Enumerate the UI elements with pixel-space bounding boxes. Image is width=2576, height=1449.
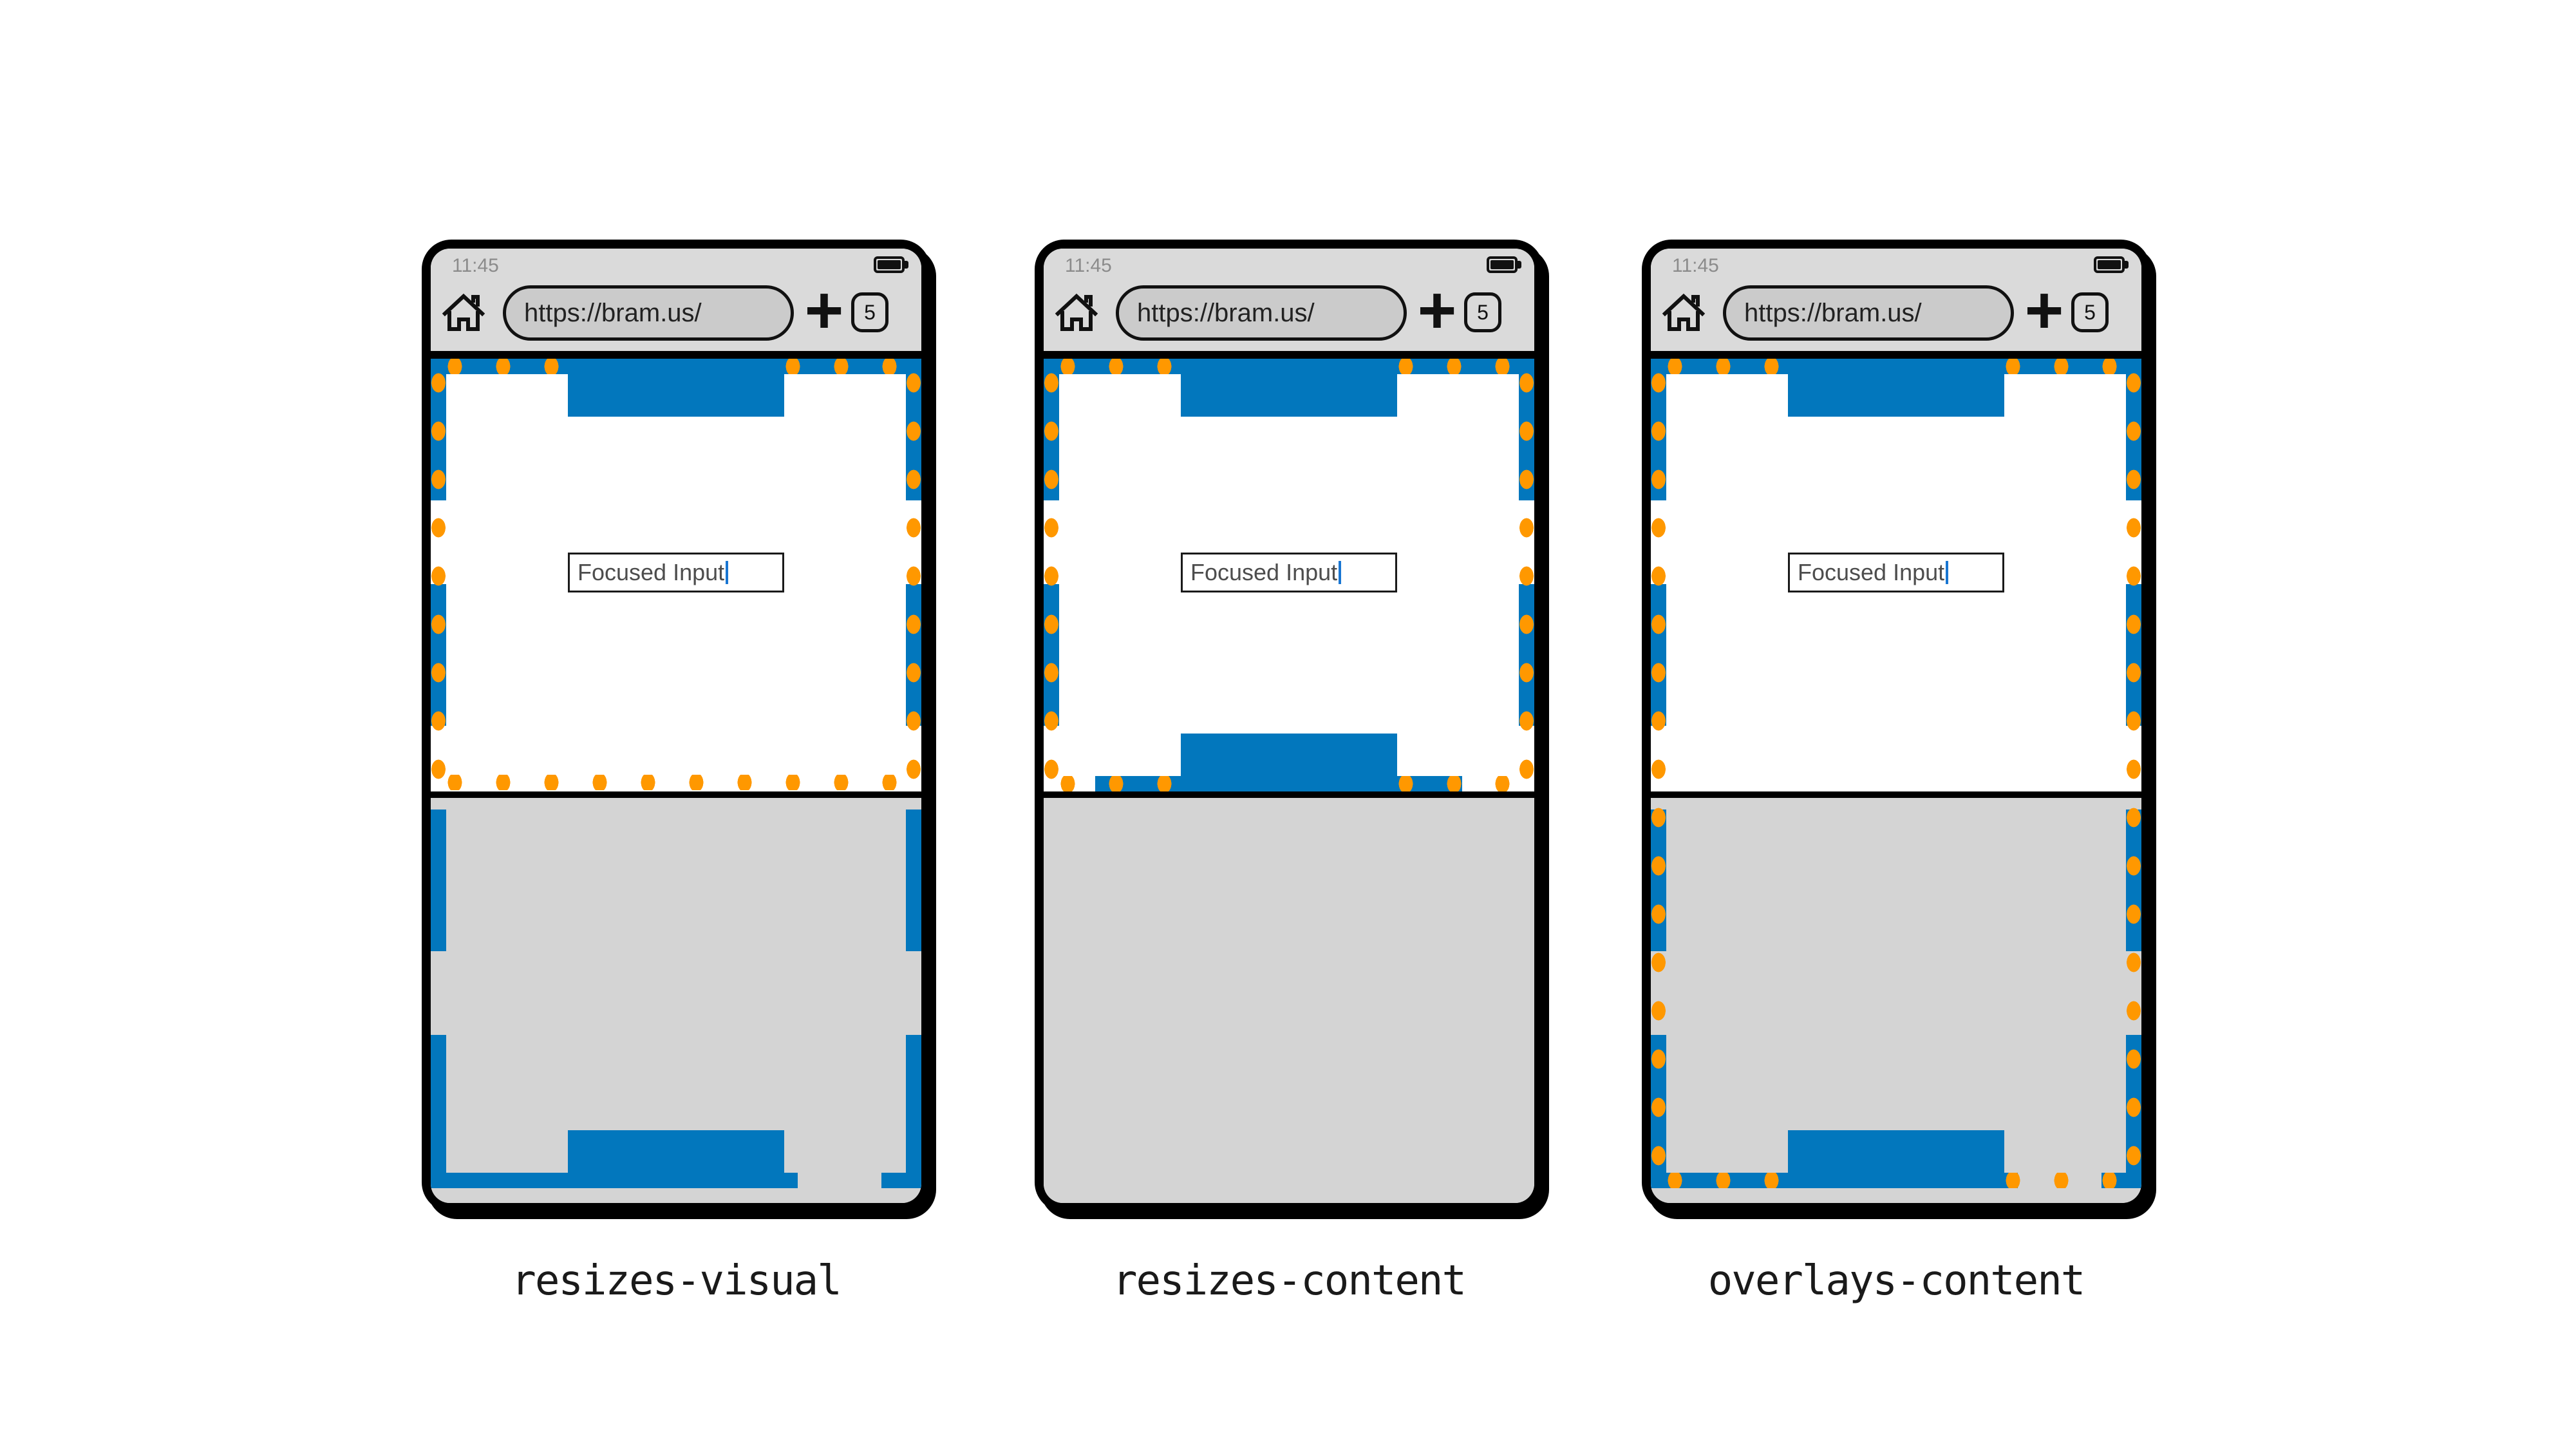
focused-input[interactable]: Focused Input — [1788, 553, 2004, 592]
focused-input[interactable]: Focused Input — [1181, 553, 1397, 592]
visual-viewport-left-dots — [1651, 359, 1666, 1188]
battery-fill — [878, 260, 901, 269]
caption-resizes-content: resizes-content — [1113, 1257, 1467, 1305]
battery-full-icon — [1487, 256, 1518, 273]
home-icon[interactable] — [1662, 292, 1706, 334]
battery-nub — [905, 261, 908, 269]
status-time: 11:45 — [1672, 255, 1719, 276]
home-icon[interactable] — [1055, 292, 1098, 334]
fixed-footer-block — [568, 1130, 784, 1188]
tab-count-button[interactable]: 5 — [851, 292, 888, 332]
status-time: 11:45 — [1065, 255, 1112, 276]
battery-full-icon — [874, 256, 905, 273]
text-caret — [1339, 561, 1342, 584]
home-icon[interactable] — [442, 292, 485, 334]
caption-resizes-visual: resizes-visual — [511, 1257, 841, 1305]
browser-chrome: 11:45 https://bram.us/ + 5 — [1044, 249, 1534, 359]
visual-viewport-right-dots — [1519, 359, 1534, 791]
fixed-footer-block — [1181, 734, 1397, 791]
tab-count-button[interactable]: 5 — [2071, 292, 2109, 332]
url-bar[interactable]: https://bram.us/ — [503, 285, 794, 341]
new-tab-button[interactable]: + — [2024, 273, 2064, 348]
battery-full-icon — [2094, 256, 2125, 273]
battery-nub — [2125, 261, 2129, 269]
browser-chrome: 11:45 https://bram.us/ + 5 — [431, 249, 921, 359]
phone-screen: 11:45 https://bram.us/ + 5 Focused Input — [1044, 249, 1534, 1203]
fixed-header-block — [1181, 359, 1397, 417]
phone-screen: 11:45 https://bram.us/ + 5 Focused Input — [431, 249, 921, 1203]
input-value: Focused Input — [1190, 559, 1338, 585]
battery-nub — [1518, 261, 1521, 269]
tab-count-button[interactable]: 5 — [1464, 292, 1501, 332]
phone-screen: 11:45 https://bram.us/ + 5 Focused Input — [1651, 249, 2141, 1203]
fixed-footer-block — [1788, 1130, 2004, 1188]
status-time: 11:45 — [452, 255, 499, 276]
phone-mockup-overlays-content: 11:45 https://bram.us/ + 5 Focused Input — [1642, 240, 2150, 1212]
url-bar[interactable]: https://bram.us/ — [1723, 285, 2014, 341]
fixed-header-block — [1788, 359, 2004, 417]
new-tab-button[interactable]: + — [804, 273, 844, 348]
url-text: https://bram.us/ — [1137, 298, 1315, 327]
url-text: https://bram.us/ — [524, 298, 702, 327]
input-value: Focused Input — [1798, 559, 1945, 585]
input-value: Focused Input — [578, 559, 725, 585]
virtual-keyboard — [1044, 791, 1534, 1203]
browser-chrome: 11:45 https://bram.us/ + 5 — [1651, 249, 2141, 359]
visual-viewport-left-dots — [1044, 359, 1059, 791]
battery-fill — [2098, 260, 2121, 269]
phone-mockup-resizes-content: 11:45 https://bram.us/ + 5 Focused Input — [1035, 240, 1543, 1212]
new-tab-button[interactable]: + — [1417, 273, 1457, 348]
text-caret — [726, 561, 729, 584]
battery-fill — [1490, 260, 1514, 269]
text-caret — [1946, 561, 1949, 584]
visual-viewport-right-dots — [2126, 359, 2141, 1188]
focused-input[interactable]: Focused Input — [568, 553, 784, 592]
caption-overlays-content: overlays-content — [1707, 1257, 2086, 1305]
url-bar[interactable]: https://bram.us/ — [1116, 285, 1407, 341]
url-text: https://bram.us/ — [1744, 298, 1922, 327]
visual-viewport-bottom-dots — [431, 775, 921, 790]
fixed-header-block — [568, 359, 784, 417]
phone-mockup-resizes-visual: 11:45 https://bram.us/ + 5 Focused Input — [422, 240, 930, 1212]
visual-viewport-left-dots — [431, 359, 446, 791]
visual-viewport-right-dots — [906, 359, 921, 791]
